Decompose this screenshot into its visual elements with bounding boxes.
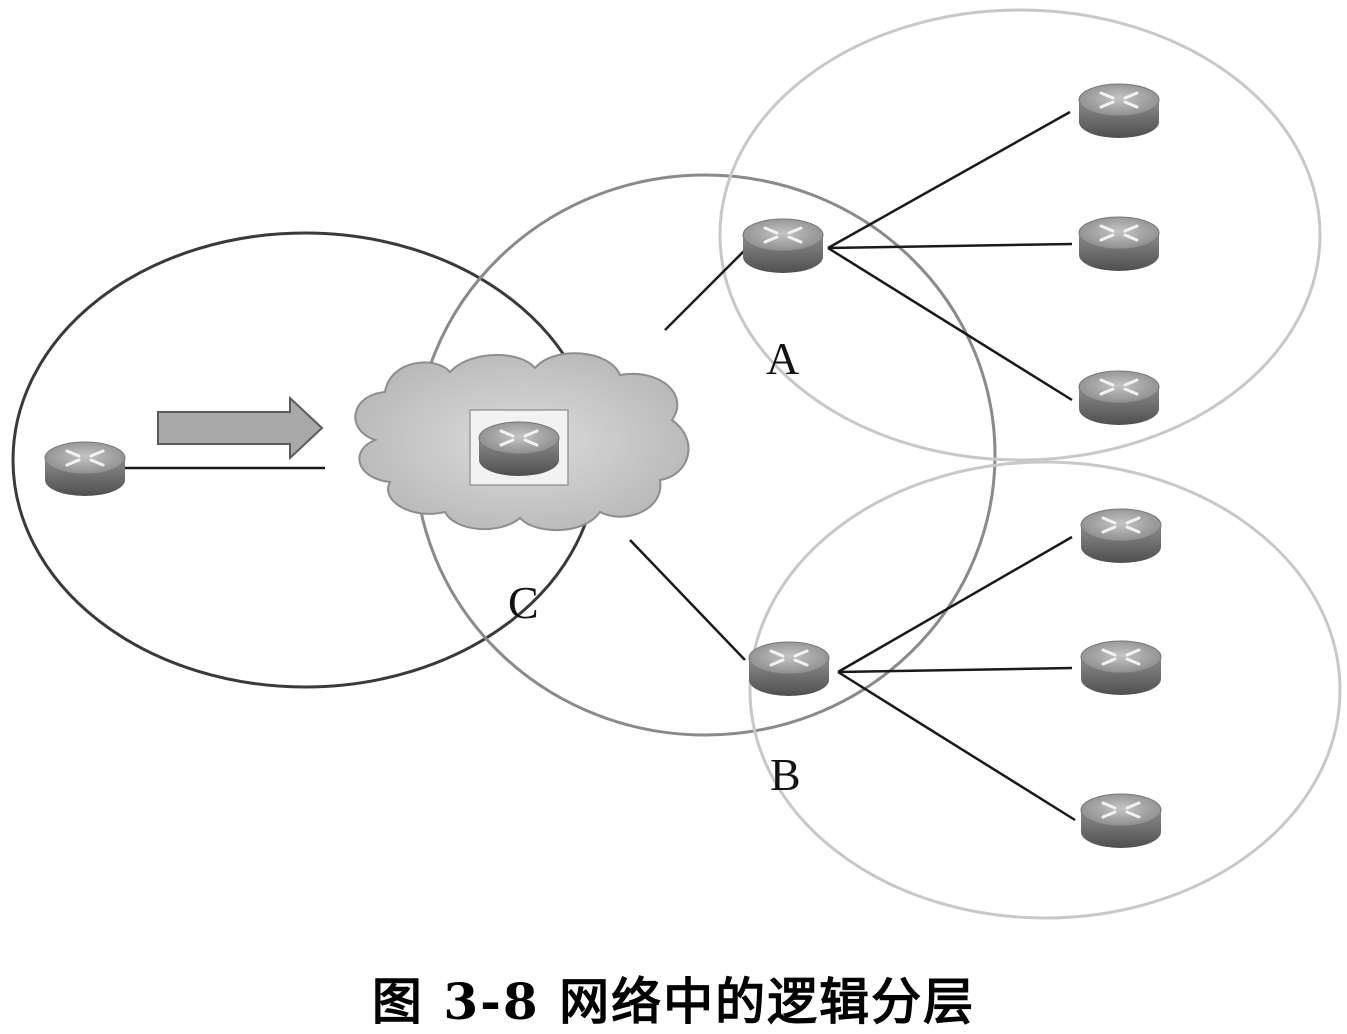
router-icon-b1: [1079, 507, 1163, 565]
link-a-to-1: [827, 110, 1071, 250]
router-icon-a3: [1077, 369, 1161, 427]
router-icon-c: [477, 420, 561, 478]
figure-caption: 图 3-8 网络中的逻辑分层: [371, 972, 976, 1031]
ring-bottom-right: [748, 460, 1342, 920]
router-icon-left: [43, 440, 127, 498]
router-icon-b: [747, 640, 831, 698]
link-b-to-4: [837, 535, 1073, 674]
label-b: B: [770, 749, 801, 800]
link-a-to-2: [827, 242, 1073, 250]
arrow-icon: [157, 395, 324, 461]
ring-top-right: [718, 8, 1322, 462]
link-a-to-3: [827, 246, 1073, 402]
router-icon-b3: [1079, 792, 1163, 850]
link-b-to-6: [837, 670, 1076, 822]
link-c-to-b: [629, 539, 746, 661]
router-icon-b2: [1079, 639, 1163, 697]
router-icon-a2: [1077, 215, 1161, 273]
router-icon-a: [741, 217, 825, 275]
label-c: C: [508, 577, 539, 628]
router-icon-a1: [1077, 82, 1161, 140]
link-c-to-a: [664, 249, 746, 331]
link-b-to-5: [837, 666, 1073, 674]
label-a: A: [766, 333, 800, 384]
